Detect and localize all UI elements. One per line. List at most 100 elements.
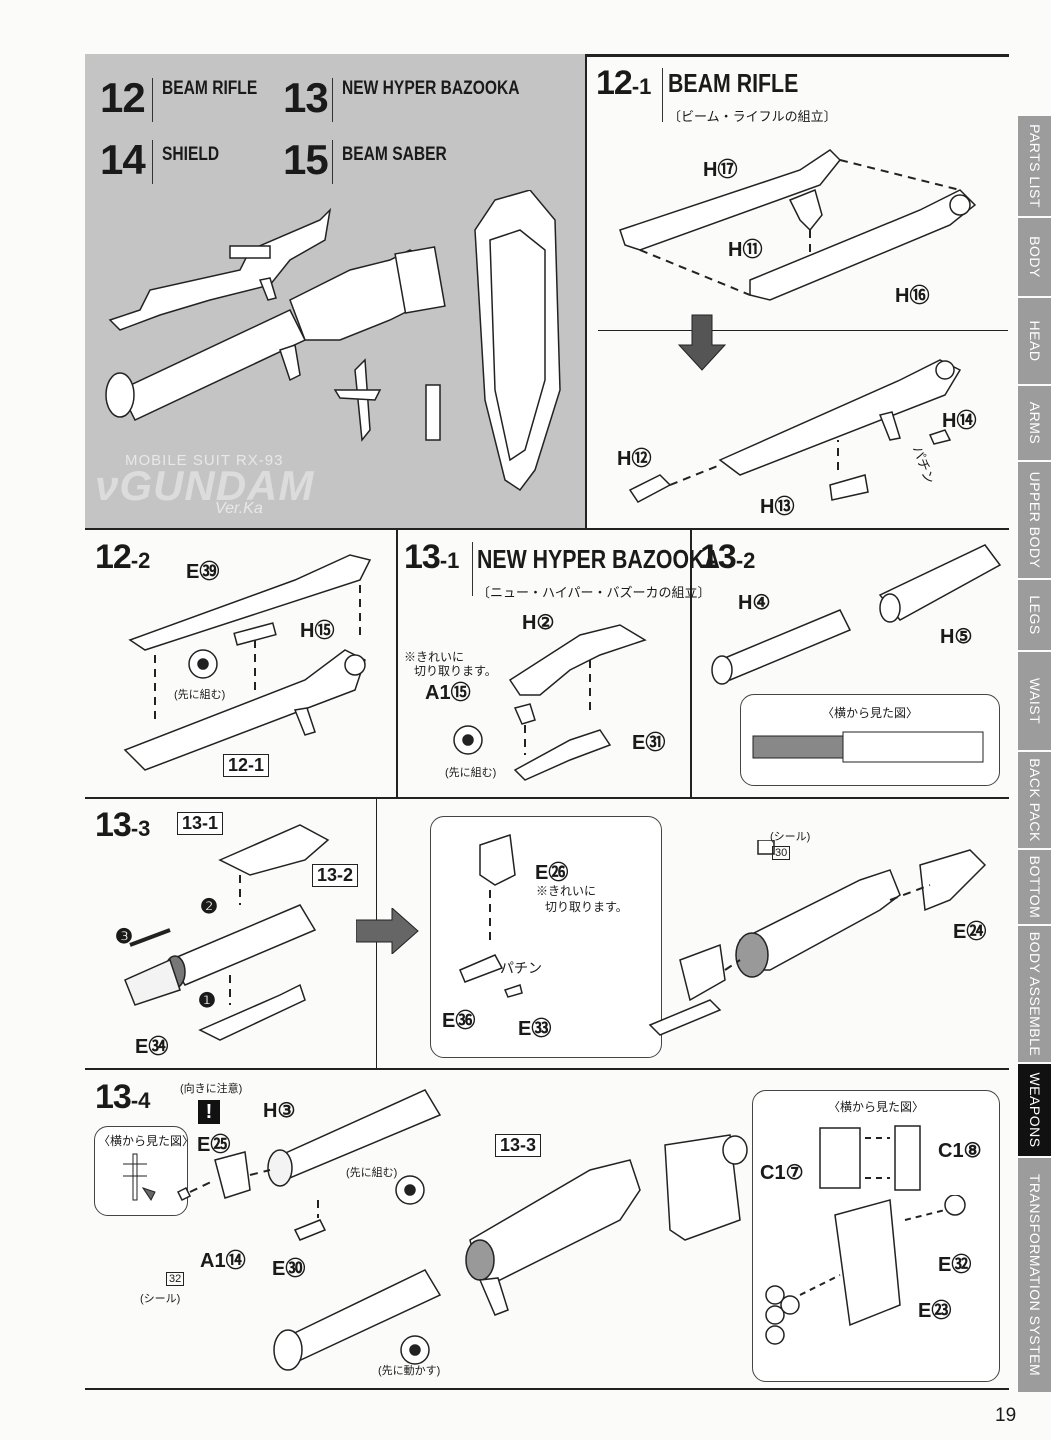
side-view-caption: 〈横から見た図〉: [828, 1100, 925, 1114]
intro-divider-12: [152, 78, 153, 122]
tab-bottom[interactable]: BOTTOM: [1018, 850, 1051, 924]
step-13-1-divider: [472, 542, 473, 596]
ref-13-2: 13-2: [312, 864, 359, 887]
step-num: 13: [404, 538, 441, 576]
tab-head[interactable]: HEAD: [1018, 298, 1051, 384]
intro-item-12: 12: [100, 74, 146, 122]
tab-upper-body[interactable]: UPPER BODY: [1018, 462, 1051, 578]
right-arrow-icon: [356, 908, 419, 954]
clean-note-2: 切り取ります。: [545, 900, 628, 914]
part-label: H③: [263, 1100, 296, 1122]
intro-item-15: 15: [283, 136, 329, 184]
part-label: E㉞: [135, 1036, 169, 1058]
intro-label-12: BEAM RIFLE: [162, 78, 258, 99]
divider-12-1: [598, 330, 1008, 331]
tab-label: PARTS LIST: [1027, 124, 1043, 208]
intro-divider-15: [332, 140, 333, 184]
side-view-caption: 〈横から見た図〉: [98, 1134, 195, 1148]
step-12-1-illustration: [619, 149, 977, 503]
part-label: E㉔: [953, 921, 987, 943]
tab-transformation-system[interactable]: TRANSFORMATION SYSTEM: [1018, 1158, 1051, 1392]
tab-parts-list[interactable]: PARTS LIST: [1018, 116, 1051, 216]
step-12-1-divider: [662, 68, 663, 122]
intro-item-13: 13: [283, 74, 329, 122]
step-13-1-jp: 〔ニュー・ハイパー・バズーカの組立〕: [477, 585, 711, 600]
clean-note-1: ※きれいに: [536, 884, 597, 898]
magazine-illustration: [765, 1195, 966, 1345]
step-12-1-heading: 12-1: [596, 64, 651, 103]
rule-row1-bottom: [85, 528, 1009, 530]
step-sub: -3: [130, 816, 151, 841]
intro-divider-13: [332, 78, 333, 122]
part-label: E㉕: [197, 1134, 231, 1156]
part-label: H④: [738, 592, 771, 614]
move-first-note: (先に動かす): [378, 1365, 441, 1377]
intro-divider-14: [152, 140, 153, 184]
part-label: H⑤: [940, 626, 973, 648]
part-label: E㉝: [518, 1018, 552, 1040]
tab-legs[interactable]: LEGS: [1018, 580, 1051, 650]
step-13-3-right-illustration: [648, 840, 987, 1036]
tab-weapons[interactable]: WEAPONS: [1018, 1064, 1051, 1156]
bottom-rule: [85, 1388, 1009, 1390]
part-label: E㊴: [186, 561, 220, 583]
tab-body[interactable]: BODY: [1018, 218, 1051, 296]
divider-row2-a: [396, 530, 398, 797]
snap-sound: パチン: [500, 960, 542, 976]
step-13-2-heading: 13-2: [700, 538, 755, 577]
intro-item-14: 14: [100, 136, 146, 184]
step-12-2-heading: 12-2: [95, 538, 150, 577]
part-label: E㉖: [535, 862, 569, 884]
page-number: 19: [995, 1405, 1017, 1426]
part-label: H⑫: [617, 448, 652, 470]
step-13-1-heading: 13-1: [404, 538, 459, 577]
rule-row3-bottom: [85, 1068, 1009, 1070]
clean-note-1: ※きれいに: [404, 650, 465, 664]
tab-back-pack[interactable]: BACK PACK: [1018, 752, 1051, 848]
assemble-first-note: (先に組む): [445, 767, 497, 779]
side-view-caption: 〈横から見た図〉: [822, 706, 919, 720]
tab-label: LEGS: [1027, 595, 1043, 635]
step-sub: -2: [735, 548, 756, 573]
tab-label: BODY ASSEMBLE: [1027, 931, 1043, 1057]
tab-label: BODY: [1027, 236, 1043, 278]
tab-waist[interactable]: WAIST: [1018, 652, 1051, 750]
part-label: H⑭: [942, 410, 977, 432]
sticker-label: (シール): [770, 831, 811, 843]
step-sub: -2: [130, 548, 151, 573]
part-label: E㉜: [938, 1254, 972, 1276]
intro-num: 15: [283, 136, 329, 183]
ref-13-1: 13-1: [177, 812, 224, 835]
clean-note-2: 切り取ります。: [414, 664, 497, 678]
sticker-label: (シール): [140, 1293, 181, 1305]
order-3: ❸: [115, 926, 133, 948]
tab-label: TRANSFORMATION SYSTEM: [1027, 1173, 1043, 1377]
part-label: H⑮: [300, 620, 335, 642]
step-13-3-heading: 13-3: [95, 806, 150, 845]
side-view-mini-illustration: [123, 1153, 156, 1201]
step-12-2-illustration: [123, 554, 372, 771]
step-13-4-left-illustration: [176, 1089, 442, 1371]
intro-weapons-illustration: [105, 190, 561, 492]
part-label: H⑯: [895, 285, 930, 307]
intro-label-13: NEW HYPER BAZOOKA: [342, 78, 520, 99]
step-num: 13: [700, 538, 737, 576]
side-view-illustration: [752, 731, 984, 763]
sticker-number: 30: [772, 846, 791, 860]
tab-label: WEAPONS: [1027, 1072, 1043, 1148]
watermark-line: MOBILE SUIT RX-93: [125, 452, 284, 469]
tab-arms[interactable]: ARMS: [1018, 386, 1051, 460]
intro-num: 12: [100, 74, 146, 121]
step-sub: -1: [439, 548, 460, 573]
part-label: E㉚: [272, 1258, 306, 1280]
watermark-logo: νGUNDAM: [95, 462, 315, 509]
step-13-2-illustration: [711, 544, 1002, 685]
step-12-1-title: BEAM RIFLE: [668, 68, 799, 98]
step-num: 13: [95, 806, 132, 844]
assemble-first-note: (先に組む): [346, 1167, 398, 1179]
intro-num: 14: [100, 136, 146, 183]
part-label: H⑰: [703, 159, 738, 181]
intro-label-15: BEAM SABER: [342, 144, 447, 165]
tab-body-assemble[interactable]: BODY ASSEMBLE: [1018, 926, 1051, 1062]
side-view-c1-illustration: [819, 1125, 921, 1191]
